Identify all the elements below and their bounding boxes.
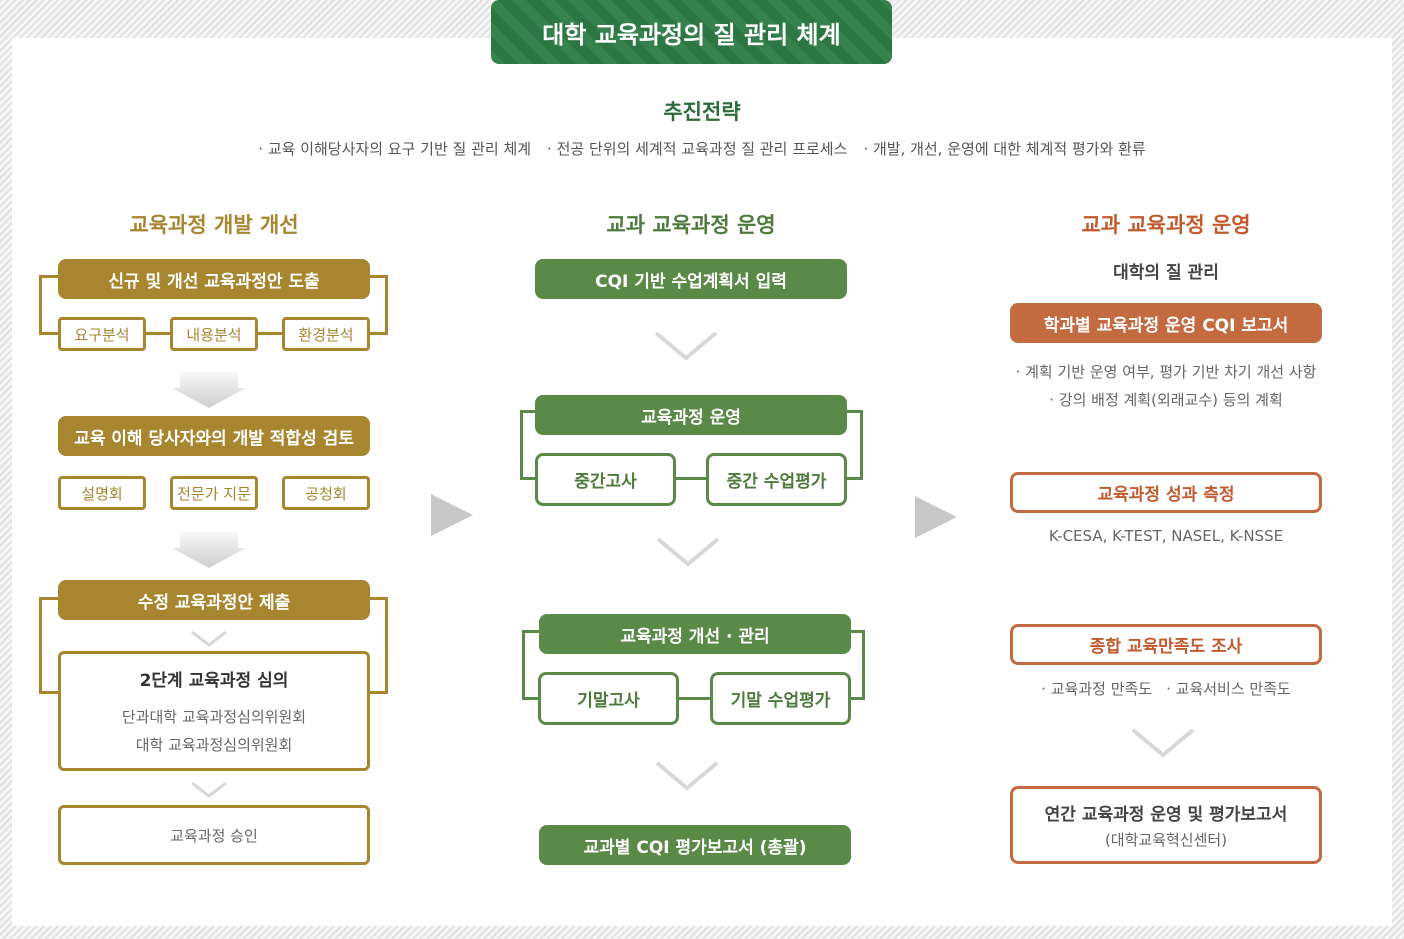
sub-content-analysis: 내용분석: [170, 317, 258, 351]
note-line: · 계획 기반 운영 여부, 평가 기반 차기 개선 사항: [1015, 363, 1317, 381]
step-curriculum-improvement: 교육과정 개선 · 관리: [539, 614, 851, 654]
step-stakeholder-review: 교육 이해 당사자와의 개발 적합성 검토: [58, 416, 370, 456]
step-department-cqi-report: 학과별 교육과정 운영 CQI 보고서: [1010, 303, 1322, 343]
survey-notes: · 교육과정 만족도 · 교육서비스 만족도: [1010, 678, 1322, 699]
review-title: 2단계 교육과정 심의: [139, 671, 289, 691]
review-line: 단과대학 교육과정심의위원회: [121, 708, 307, 726]
step-derive-curriculum: 신규 및 개선 교육과정안 도출: [58, 259, 370, 299]
sub-environment-analysis: 환경분석: [282, 317, 370, 351]
sub-final-evaluation: 기말 수업평가: [710, 672, 851, 725]
sub-expert: 전문가 지문: [170, 476, 258, 510]
sub-final-exam: 기말고사: [538, 672, 679, 725]
step-curriculum-operation: 교육과정 운영: [535, 395, 847, 435]
sub-needs-analysis: 요구분석: [58, 317, 146, 351]
outcome-tests-note: K-CESA, K-TEST, NASEL, K-NSSE: [1048, 527, 1284, 545]
chevron-down-icon: [654, 331, 718, 361]
chevron-down-icon: [655, 761, 719, 791]
triangle-right-icon: [431, 494, 473, 536]
note-line: · 강의 배정 계획(외래교수) 등의 계획: [1049, 391, 1283, 409]
chevron-down-icon: [191, 630, 227, 647]
note-line: · 교육서비스 만족도: [1166, 680, 1291, 698]
step-submit-revision: 수정 교육과정안 제출: [58, 580, 370, 620]
sub-midterm-exam: 중간고사: [535, 453, 676, 506]
step-cqi-syllabus: CQI 기반 수업계획서 입력: [535, 259, 847, 299]
annual-report-title: 연간 교육과정 운영 및 평가보고서: [1044, 805, 1288, 825]
down-arrow-icon: [172, 532, 246, 568]
chevron-down-icon: [191, 781, 227, 798]
left-column-title: 교육과정 개발 개선: [129, 213, 299, 237]
note-line: · 교육과정 만족도: [1041, 680, 1153, 698]
department-report-notes: · 계획 기반 운영 여부, 평가 기반 차기 개선 사항 · 강의 배정 계획…: [990, 358, 1342, 414]
page-title: 대학 교육과정의 질 관리 체계: [491, 0, 892, 64]
triangle-right-icon: [915, 496, 957, 538]
step-cqi-report: 교과별 CQI 평가보고서 (총괄): [539, 825, 851, 865]
middle-column-title: 교과 교육과정 운영: [606, 213, 776, 237]
step-satisfaction-survey: 종합 교육만족도 조사: [1010, 624, 1322, 665]
right-column-title: 교과 교육과정 운영: [1081, 213, 1251, 237]
strategy-list: · 교육 이해당사자의 요구 기반 질 관리 체계 · 전공 단위의 세계적 교…: [0, 138, 1404, 159]
chevron-down-icon: [1131, 728, 1195, 758]
down-arrow-icon: [172, 372, 246, 408]
step-outcome-measurement: 교육과정 성과 측정: [1010, 472, 1322, 513]
review-line: 대학 교육과정심의위원회: [135, 736, 293, 754]
sub-midterm-evaluation: 중간 수업평가: [706, 453, 847, 506]
strategy-title: 추진전략: [663, 100, 741, 124]
step-two-stage-review: 2단계 교육과정 심의 단과대학 교육과정심의위원회 대학 교육과정심의위원회: [58, 651, 370, 771]
sub-briefing: 설명회: [58, 476, 146, 510]
step-approval: 교육과정 승인: [58, 805, 370, 865]
strategy-item: · 개발, 개선, 운영에 대한 체계적 평가와 환류: [863, 140, 1146, 158]
right-column-subtitle: 대학의 질 관리: [1113, 263, 1219, 283]
annual-report-sub: (대학교육혁신센터): [1104, 831, 1228, 849]
strategy-item: · 전공 단위의 세계적 교육과정 질 관리 프로세스: [547, 140, 848, 158]
chevron-down-icon: [656, 537, 720, 567]
strategy-item: · 교육 이해당사자의 요구 기반 질 관리 체계: [258, 140, 532, 158]
step-annual-report: 연간 교육과정 운영 및 평가보고서 (대학교육혁신센터): [1010, 786, 1322, 864]
sub-hearing: 공청회: [282, 476, 370, 510]
